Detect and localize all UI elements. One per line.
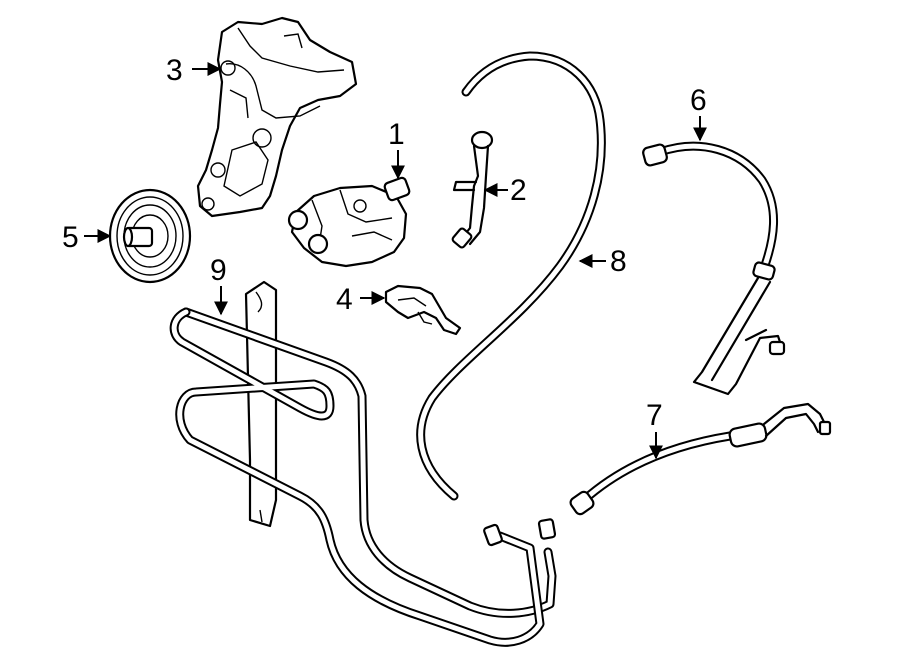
cooler-line-part <box>169 280 557 647</box>
hose-clamp-part <box>384 284 462 336</box>
callout-2: 2 <box>510 174 527 207</box>
callout-3: 3 <box>166 54 183 87</box>
steering-pump-part <box>287 176 411 268</box>
callout-8: 8 <box>610 245 627 278</box>
callout-5: 5 <box>62 221 79 254</box>
pressure-hose-part <box>642 141 786 396</box>
reservoir-cap-part <box>451 130 494 249</box>
callout-leaders <box>84 62 707 460</box>
callout-1: 1 <box>388 118 405 151</box>
pressure-line-part <box>569 402 832 516</box>
return-hose-part <box>416 51 606 501</box>
callout-7: 7 <box>646 399 663 432</box>
callout-labels: 1 2 3 4 5 6 7 8 9 <box>62 54 707 432</box>
callout-4: 4 <box>336 283 353 316</box>
callout-9: 9 <box>210 254 227 287</box>
pulley-part <box>108 188 192 284</box>
callout-6: 6 <box>690 84 707 117</box>
pump-bracket-part <box>196 16 358 218</box>
